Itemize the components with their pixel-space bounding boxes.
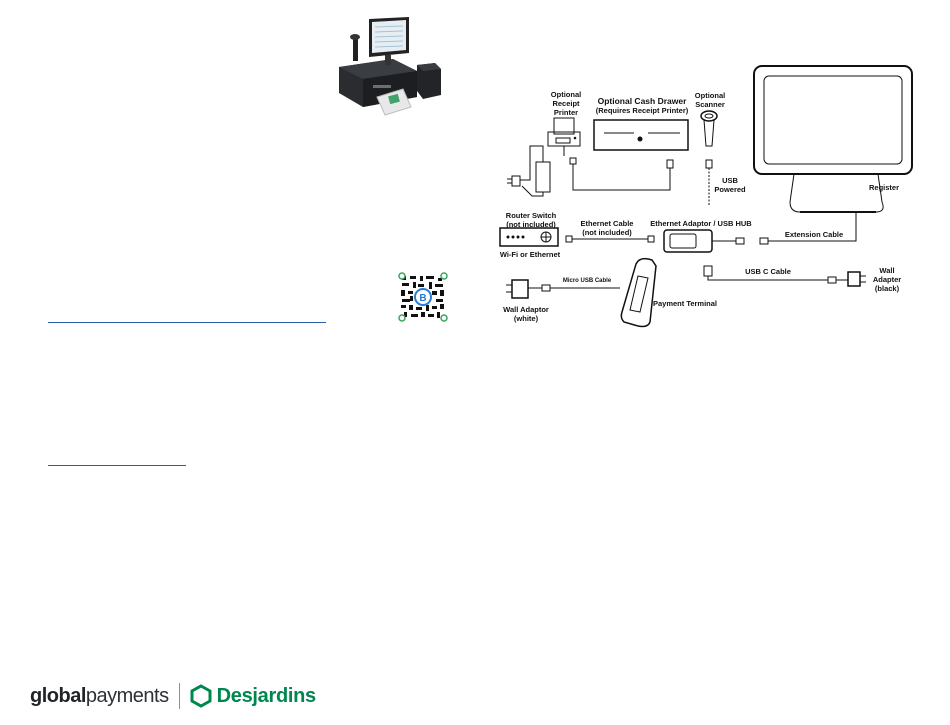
label-extension-cable: Extension Cable xyxy=(784,230,844,239)
link-underline-2[interactable] xyxy=(48,465,186,466)
svg-text:B: B xyxy=(419,293,426,304)
cash-drawer-icon xyxy=(593,119,689,151)
label-usb-powered: USB Powered xyxy=(714,176,746,194)
payment-terminal-icon xyxy=(620,257,657,328)
label-router-switch: Router Switch (not included) xyxy=(505,211,557,229)
qr-code[interactable]: B xyxy=(398,272,448,322)
router-switch-icon xyxy=(499,227,559,247)
pos-system-photo xyxy=(339,17,441,116)
setup-diagram xyxy=(499,65,913,328)
label-ethernet-adaptor: Ethernet Adaptor / USB HUB xyxy=(650,219,752,228)
footer-logos: globalpayments Desjardins xyxy=(30,682,316,710)
label-register: Register xyxy=(868,183,899,192)
register-icon xyxy=(753,65,913,213)
label-payment-terminal: Payment Terminal xyxy=(652,299,718,308)
logo-divider xyxy=(178,683,180,709)
label-micro-usb-cable: Micro USB Cable xyxy=(562,278,612,284)
label-usb-c-cable: USB C Cable xyxy=(745,267,791,276)
desjardins-logo: Desjardins xyxy=(216,684,317,707)
label-wall-adaptor-white: Wall Adaptor (white) xyxy=(503,305,549,323)
link-underline-1[interactable] xyxy=(48,322,326,323)
label-ethernet-cable: Ethernet Cable (not included) xyxy=(580,219,634,237)
label-wall-adapter-black: Wall Adapter (black) xyxy=(872,266,902,293)
scanner-icon xyxy=(700,110,718,147)
label-optional-receipt-printer: Optional Receipt Printer xyxy=(550,90,582,117)
label-optional-scanner: Optional Scanner xyxy=(694,91,726,109)
wall-adaptor-white-icon xyxy=(506,279,529,299)
label-wifi-or-ethernet: Wi-Fi or Ethernet xyxy=(499,250,561,259)
receipt-printer-icon xyxy=(547,117,581,147)
global-payments-logo: globalpayments xyxy=(30,684,169,707)
label-optional-cash-drawer: Optional Cash Drawer (Requires Receipt P… xyxy=(595,96,689,115)
ethernet-adaptor-icon xyxy=(663,229,745,253)
desjardins-hexagon-icon xyxy=(190,684,212,708)
